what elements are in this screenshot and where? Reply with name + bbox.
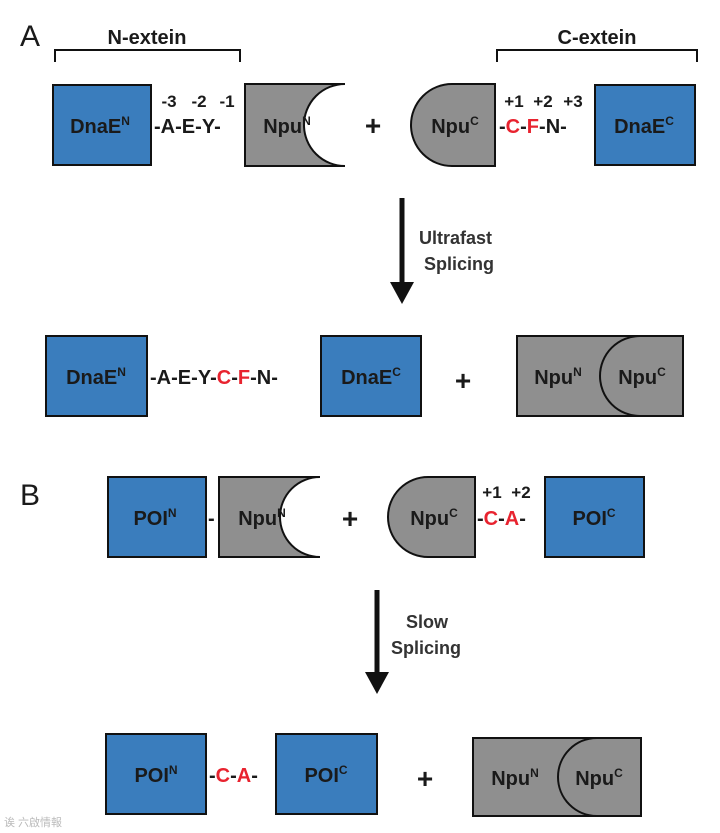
- pos-minus1: -1: [219, 92, 234, 111]
- poi-c-box: [544, 476, 645, 558]
- intein-interface-b: [557, 737, 598, 817]
- c-extein-sequence: -C-F-N-: [499, 116, 567, 138]
- npu-c-split-intein: [410, 83, 496, 167]
- b-c-extein-sequence: -C-A-: [477, 508, 526, 530]
- n-extein-sequence: -A-E-Y-: [154, 116, 221, 138]
- product-dnae-c-box: [320, 335, 422, 417]
- plus-b2: +: [417, 763, 433, 794]
- plus-a1: +: [365, 110, 381, 141]
- b-ligated-sequence: -C-A-: [209, 765, 258, 787]
- poi-n-box: [107, 476, 207, 558]
- arrow-a-head: [390, 282, 414, 304]
- b-pos-plus1: +1: [482, 483, 501, 502]
- product-dnae-c-text: DnaEC: [341, 365, 401, 389]
- complex-b-npu-c-text: NpuC: [575, 766, 623, 790]
- product-dnae-n-box: [45, 335, 148, 417]
- watermark: 诶 六啟情報: [4, 815, 62, 829]
- complex-a-npu-n-text: NpuN: [534, 365, 582, 389]
- dnae-n-text: DnaEN: [70, 114, 130, 138]
- b-npu-n-split-intein: [218, 476, 321, 558]
- arrow-b-head: [365, 672, 389, 694]
- poi-c-text: POIC: [572, 506, 615, 530]
- panel-a-label: A: [20, 20, 40, 53]
- c-extein-brace: [496, 49, 698, 62]
- arrow-b-label-1: Slow: [406, 612, 449, 632]
- b-npu-c-text: NpuC: [410, 506, 458, 530]
- arrow-a-label-1: Ultrafast: [419, 228, 492, 248]
- complex-a-npu-c-text: NpuC: [618, 365, 666, 389]
- n-extein-label: N-extein: [108, 27, 187, 49]
- product-poi-n-box: [105, 733, 207, 815]
- n-extein-brace: [54, 49, 241, 62]
- complex-b-npu-n-text: NpuN: [491, 766, 539, 790]
- b-npu-c-split-intein: [387, 476, 476, 558]
- pos-plus2: +2: [533, 92, 552, 111]
- product-poi-c-box: [275, 733, 378, 815]
- b-npu-n-text: NpuN: [238, 506, 286, 530]
- npu-n-text: NpuN: [263, 114, 311, 138]
- pos-minus3: -3: [161, 92, 176, 111]
- b-pos-plus2: +2: [511, 483, 530, 502]
- plus-a2: +: [455, 365, 471, 396]
- npu-c-text: NpuC: [431, 114, 479, 138]
- dnae-c-box: [594, 84, 696, 166]
- dnae-n-box: [52, 84, 152, 166]
- intein-interface-a: [599, 335, 641, 417]
- pos-plus3: +3: [563, 92, 582, 111]
- product-dnae-n-text: DnaEN: [66, 365, 126, 389]
- product-poi-c-text: POIC: [304, 763, 347, 787]
- poi-n-linker: -: [208, 508, 215, 530]
- panel-b-label: B: [20, 479, 40, 512]
- poi-n-text: POIN: [133, 506, 176, 530]
- ligated-extein-sequence: -A-E-Y-C-F-N-: [150, 367, 278, 389]
- pos-plus1: +1: [504, 92, 523, 111]
- arrow-b-label-2: Splicing: [391, 638, 461, 658]
- product-poi-n-text: POIN: [134, 763, 177, 787]
- c-extein-label: C-extein: [558, 27, 637, 49]
- dnae-c-text: DnaEC: [614, 114, 674, 138]
- arrow-a-label-2: Splicing: [424, 254, 494, 274]
- npu-n-split-intein: [244, 83, 346, 167]
- plus-b1: +: [342, 503, 358, 534]
- pos-minus2: -2: [191, 92, 206, 111]
